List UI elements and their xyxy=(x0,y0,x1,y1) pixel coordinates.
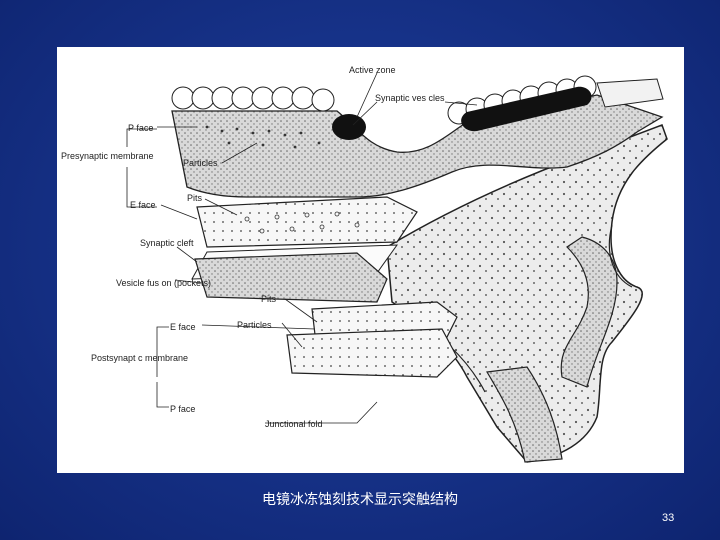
active-zone-dense-bar-right xyxy=(461,86,592,132)
label-e-face-bottom: E face xyxy=(170,322,196,332)
label-junctional-fold: Junctional fold xyxy=(265,419,323,429)
freeze-fracture-diagram: Active zone Synaptic ves cles P face Pre… xyxy=(57,47,684,473)
label-particles-bottom: Particles xyxy=(237,320,272,330)
label-postsynaptic-membrane: Postsynapt c membrane xyxy=(91,353,188,363)
page-number: 33 xyxy=(662,512,675,524)
label-particles-top: Particles xyxy=(183,158,218,168)
vesicle-row-left xyxy=(171,86,335,112)
label-vesicle-fusion: Vesicle fus on (pockets) xyxy=(116,278,211,288)
presynaptic-pits xyxy=(244,211,360,234)
label-leader-lines xyxy=(126,72,478,424)
presynaptic-membrane-sheet xyxy=(596,78,664,108)
label-presynaptic-membrane: Presynaptic membrane xyxy=(61,151,154,161)
label-e-face-top: E face xyxy=(130,200,156,210)
synapse-diagram-svg: Active zone Synaptic ves cles P face Pre… xyxy=(61,65,668,463)
vesicle-fusion-plate xyxy=(194,252,388,303)
presynaptic-terminal xyxy=(171,94,664,198)
presynaptic-e-face-plate xyxy=(196,196,418,248)
junctional-fold-deep xyxy=(486,366,563,463)
label-p-face-bottom: P face xyxy=(170,404,195,414)
diagram-labels: Active zone Synaptic ves cles P face Pre… xyxy=(61,65,445,429)
label-pits-top: Pits xyxy=(187,193,203,203)
label-synaptic-vesicles: Synaptic ves cles xyxy=(375,93,445,103)
label-pits-bottom: Pits xyxy=(261,294,277,304)
presynaptic-particles xyxy=(205,125,321,149)
label-p-face-top: P face xyxy=(128,123,153,133)
slide-caption: 电镜冰冻蚀刻技术显示突触结构 xyxy=(262,492,458,508)
label-active-zone: Active zone xyxy=(349,65,396,75)
label-synaptic-cleft: Synaptic cleft xyxy=(140,238,194,248)
postsynaptic-p-face-plate xyxy=(286,328,458,378)
junctional-fold-right xyxy=(560,236,618,388)
